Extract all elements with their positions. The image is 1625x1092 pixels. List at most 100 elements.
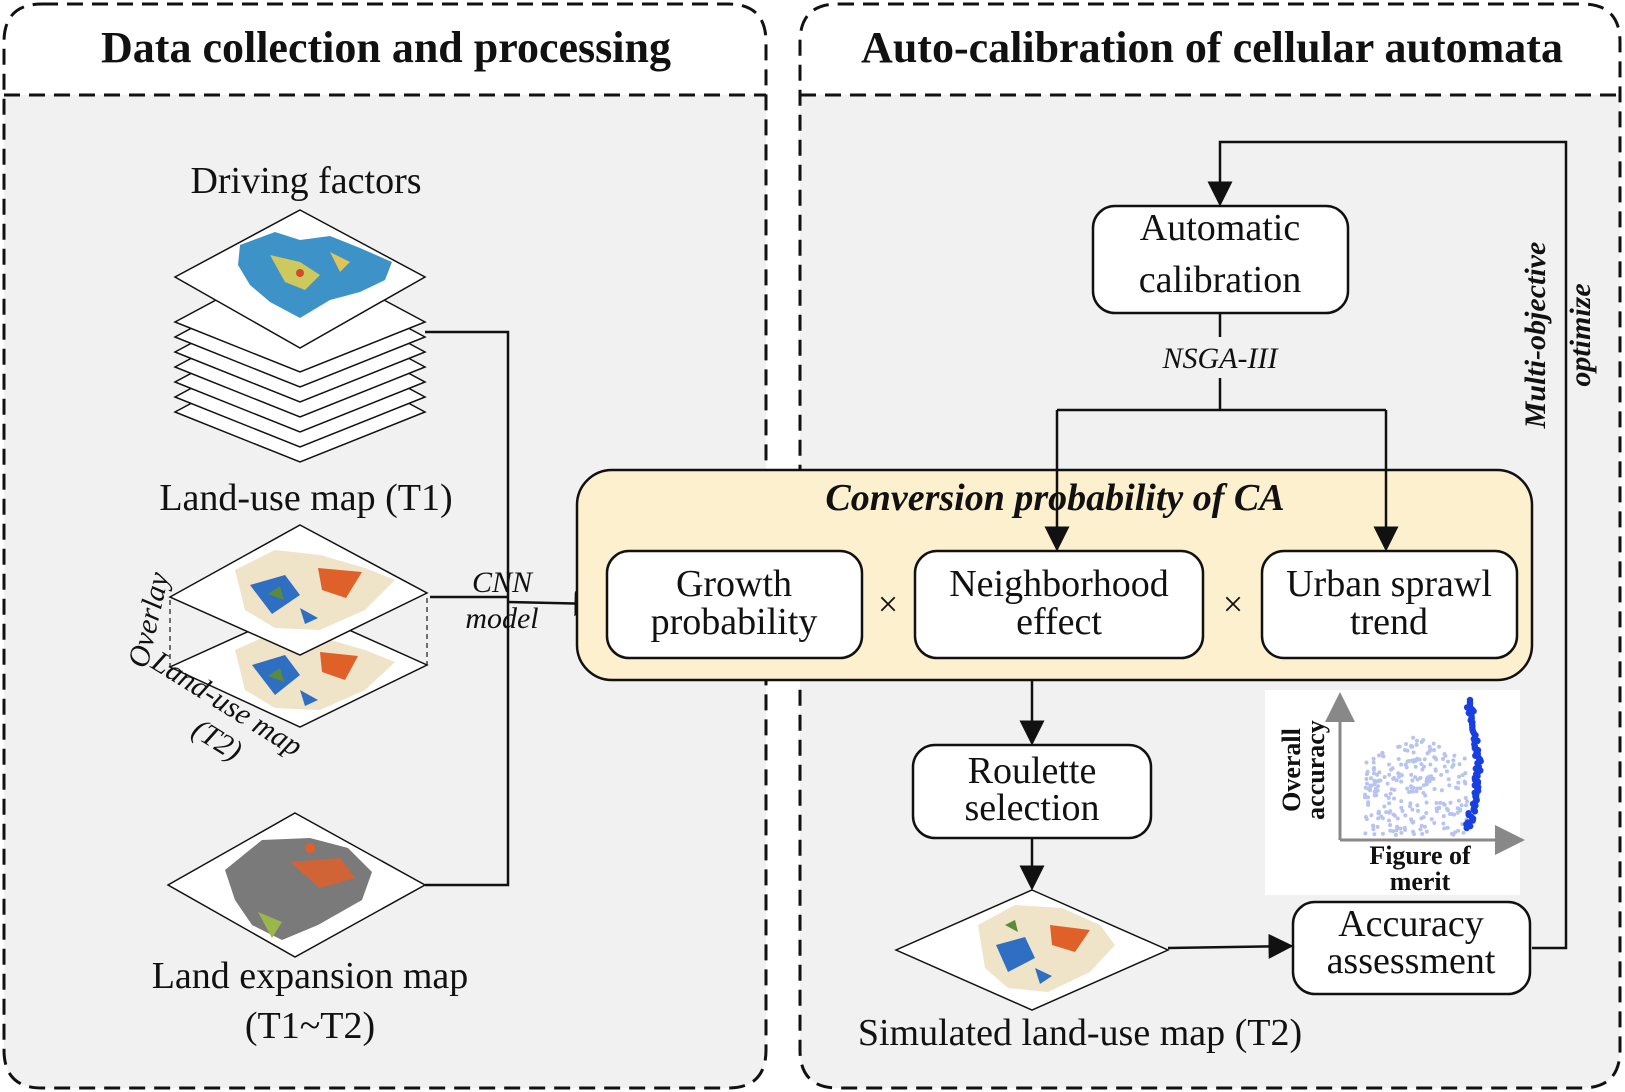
- roulette-selection-line2: selection: [964, 787, 1099, 829]
- scatter-point-population: [1429, 776, 1434, 781]
- land-expansion-map: [166, 812, 427, 958]
- scatter-point-population: [1371, 823, 1376, 828]
- scatter-point-population: [1396, 757, 1401, 761]
- scatter-point-population: [1399, 762, 1404, 767]
- scatter-point-population: [1446, 777, 1451, 782]
- scatter-point-population: [1424, 782, 1429, 787]
- scatter-point-population: [1446, 759, 1450, 764]
- scatter-point-population: [1364, 760, 1369, 765]
- scatter-point-population: [1394, 778, 1399, 783]
- scatter-point-population: [1424, 811, 1429, 815]
- scatter-point-population: [1376, 778, 1381, 783]
- scatter-point-pareto-front: [1463, 704, 1471, 711]
- pareto-scatter-inset: Overall accuracy Figure of merit: [1265, 690, 1525, 896]
- scatter-point-population: [1408, 801, 1413, 806]
- left-panel-title: Data collection and processing: [101, 23, 671, 72]
- scatter-point-population: [1423, 793, 1428, 798]
- scatter-point-population: [1363, 831, 1368, 836]
- nsga-label: NSGA-III: [1162, 342, 1280, 375]
- scatter-point-population: [1434, 757, 1439, 762]
- scatter-point-population: [1410, 778, 1415, 783]
- scatter-point-population: [1443, 753, 1448, 758]
- scatter-point-population: [1415, 786, 1420, 791]
- scatter-point-population: [1422, 757, 1427, 762]
- scatter-point-population: [1452, 753, 1457, 758]
- scatter-point-population: [1366, 800, 1371, 805]
- scatter-point-population: [1433, 768, 1438, 773]
- scatter-point-population: [1464, 803, 1468, 808]
- cnn-label-line1: CNN: [472, 566, 534, 599]
- scatter-point-population: [1388, 823, 1393, 827]
- scatter-point-population: [1415, 803, 1420, 808]
- scatter-point-population: [1395, 826, 1400, 830]
- scatter-point-population: [1445, 769, 1449, 774]
- scatter-points: [1363, 696, 1484, 837]
- accuracy-assessment-line2: assessment: [1327, 940, 1496, 982]
- scatter-point-population: [1432, 821, 1437, 825]
- scatter-point-population: [1442, 826, 1447, 831]
- scatter-point-population: [1384, 810, 1389, 815]
- scatter-point-population: [1395, 816, 1400, 821]
- scatter-point-population: [1385, 781, 1390, 786]
- driving-factors-stack: [173, 209, 427, 463]
- scatter-point-population: [1407, 759, 1411, 763]
- scatter-point-population: [1372, 782, 1377, 787]
- scatter-point-population: [1450, 831, 1454, 836]
- scatter-point-population: [1404, 742, 1408, 746]
- automatic-calibration-line1: Automatic: [1140, 207, 1300, 249]
- scatter-point-population: [1382, 804, 1387, 809]
- growth-probability-line1: Growth: [676, 563, 792, 605]
- scatter-point-population: [1422, 824, 1427, 829]
- landuse-t1-label: Land-use map (T1): [159, 477, 452, 519]
- scatter-point-population: [1403, 762, 1408, 767]
- scatter-y-label-line2: accuracy: [1301, 720, 1330, 820]
- scatter-point-population: [1452, 812, 1457, 817]
- scatter-point-population: [1387, 801, 1392, 806]
- calibration-connectors: [1019, 140, 1568, 959]
- scatter-point-population: [1429, 817, 1434, 822]
- automatic-calibration-line2: calibration: [1139, 259, 1301, 301]
- scatter-point-population: [1419, 740, 1424, 744]
- scatter-point-population: [1399, 830, 1404, 835]
- scatter-point-population: [1366, 795, 1370, 800]
- scatter-point-population: [1388, 791, 1393, 796]
- scatter-point-population: [1392, 776, 1396, 780]
- scatter-point-population: [1364, 777, 1369, 781]
- accuracy-assessment-line1: Accuracy: [1338, 903, 1484, 945]
- scatter-point-population: [1431, 741, 1436, 746]
- scatter-point-population: [1444, 806, 1449, 811]
- scatter-point-population: [1441, 757, 1445, 761]
- scatter-point-population: [1380, 831, 1385, 836]
- neighborhood-effect-line1: Neighborhood: [949, 563, 1169, 605]
- scatter-point-population: [1419, 823, 1424, 828]
- scatter-x-label-line1: Figure of: [1369, 841, 1471, 870]
- scatter-x-label-line2: merit: [1390, 867, 1451, 896]
- scatter-point-population: [1377, 770, 1382, 775]
- scatter-point-population: [1387, 762, 1391, 767]
- scatter-point-population: [1457, 762, 1462, 767]
- scatter-point-population: [1366, 787, 1371, 791]
- scatter-point-population: [1372, 793, 1377, 798]
- scatter-point-population: [1409, 744, 1414, 749]
- scatter-point-population: [1441, 801, 1446, 806]
- multi-objective-label-line2: optimize: [1564, 283, 1597, 386]
- scatter-point-population: [1413, 764, 1418, 769]
- scatter-point-population: [1371, 760, 1376, 765]
- scatter-point-population: [1372, 789, 1377, 794]
- scatter-point-population: [1369, 813, 1374, 818]
- scatter-point-population: [1393, 832, 1398, 837]
- growth-probability-box: [605, 549, 864, 660]
- scatter-point-population: [1460, 773, 1465, 778]
- scatter-point-population: [1442, 764, 1447, 769]
- scatter-point-population: [1456, 780, 1461, 785]
- growth-probability-line2: probability: [651, 601, 818, 643]
- scatter-point-population: [1437, 744, 1441, 749]
- scatter-point-population: [1415, 777, 1420, 782]
- scatter-point-population: [1420, 832, 1425, 836]
- scatter-point-population: [1363, 792, 1367, 797]
- multiply-sign-2: ×: [1223, 584, 1243, 624]
- conversion-probability-title: Conversion probability of CA: [825, 477, 1284, 519]
- scatter-point-population: [1441, 821, 1446, 826]
- scatter-point-population: [1462, 756, 1467, 761]
